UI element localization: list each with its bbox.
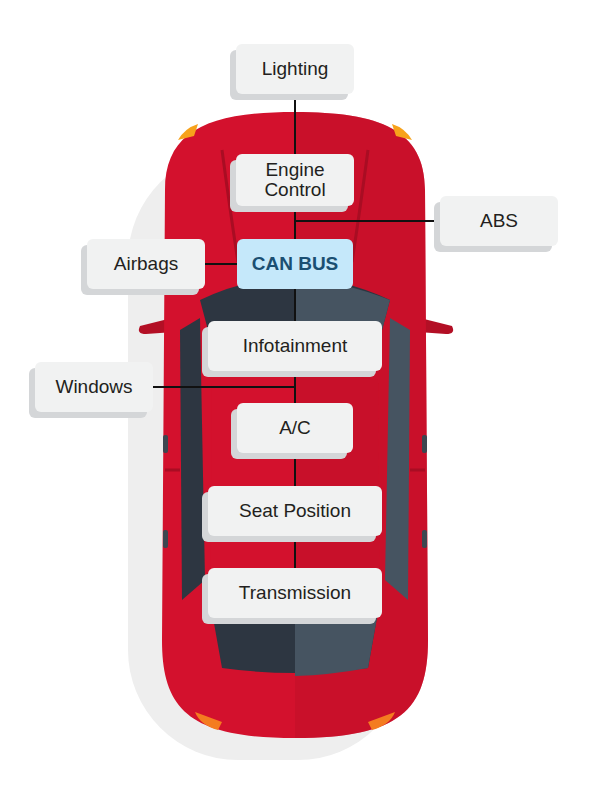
node-label: A/C: [279, 418, 311, 438]
node-label: Windows: [55, 377, 132, 397]
node-label: Lighting: [262, 59, 329, 79]
bus-wire: [153, 387, 295, 403]
system-box: Seat Position: [208, 486, 382, 536]
node-label: Seat Position: [239, 501, 351, 521]
right-window: [385, 318, 410, 600]
system-box: Transmission: [208, 568, 382, 618]
node-label: CAN BUS: [252, 254, 339, 274]
node-label: Infotainment: [243, 336, 348, 356]
node-label: Transmission: [239, 583, 351, 603]
bus-wire: [294, 206, 296, 239]
system-box: Infotainment: [208, 321, 382, 371]
system-box: Engine Control: [236, 154, 354, 206]
door-handle: [422, 530, 427, 548]
bus-wire: [295, 221, 440, 239]
headlight: [392, 124, 412, 140]
taillight: [195, 712, 222, 730]
system-box: ABS: [440, 196, 558, 246]
bus-wire: [294, 371, 296, 403]
door-handle: [163, 530, 168, 548]
left-window: [180, 318, 205, 600]
headlight: [178, 124, 198, 140]
system-box: Lighting: [236, 44, 354, 94]
node-label: ABS: [480, 211, 518, 231]
bus-wire: [294, 536, 296, 568]
bus-wire: [294, 453, 296, 486]
node-label: Airbags: [114, 254, 178, 274]
taillight: [368, 712, 395, 730]
car-body: [162, 112, 428, 738]
door-handle: [163, 435, 168, 453]
bus-wire: [294, 94, 296, 154]
system-box: A/C: [237, 403, 353, 453]
system-box: Windows: [35, 362, 153, 412]
rear-window-shade: [295, 612, 378, 676]
bus-wire: [205, 263, 237, 265]
node-label: Engine Control: [246, 160, 344, 200]
bus-wire: [294, 289, 296, 321]
bus-box: CAN BUS: [237, 239, 353, 289]
system-box: Airbags: [87, 239, 205, 289]
door-handle: [422, 435, 427, 453]
